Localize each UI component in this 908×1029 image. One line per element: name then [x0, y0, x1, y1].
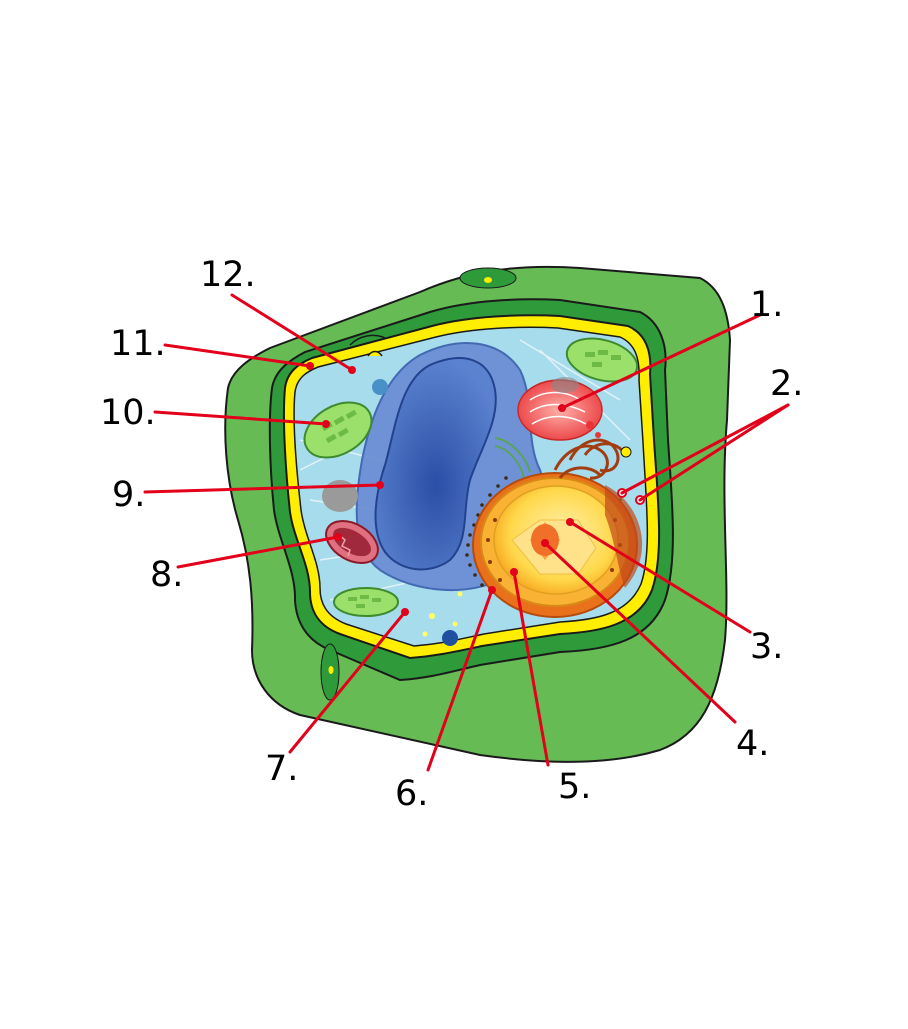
- label-11: 11.: [110, 324, 166, 364]
- chloroplast-left: [303, 401, 373, 459]
- leader-9: [143, 483, 382, 494]
- wall-notch: [349, 334, 386, 346]
- leader-1: [560, 313, 762, 410]
- label-2: 2.: [770, 364, 803, 404]
- chloroplast-top-right: [565, 337, 639, 383]
- label-7: 7.: [265, 749, 298, 789]
- label-9: 9.: [112, 475, 145, 515]
- leader-10: [153, 410, 328, 426]
- label-3: 3.: [750, 627, 783, 667]
- leader-4: [543, 541, 737, 724]
- vesicle-blue: [372, 379, 388, 395]
- labels: 1. 2. 3. 4. 5. 6. 7. 8. 9. 10. 11. 12.: [100, 255, 803, 814]
- leader-7: [288, 610, 407, 754]
- leader-11: [163, 343, 312, 368]
- membrane-notch: [367, 350, 383, 357]
- leader-12: [230, 293, 354, 372]
- peroxisome-gray: [322, 480, 358, 512]
- wall-pit-top-center: [484, 277, 492, 283]
- label-1: 1.: [750, 285, 783, 325]
- label-5: 5.: [558, 767, 591, 807]
- chloroplast-bottom: [333, 587, 399, 617]
- label-8: 8.: [150, 555, 183, 595]
- leader-2a: [620, 403, 790, 495]
- wall-pit-side-center: [328, 666, 334, 674]
- label-4: 4.: [736, 724, 769, 764]
- leader-3: [568, 520, 752, 634]
- smooth-er-lines: [494, 437, 531, 479]
- small-granules: [422, 591, 463, 637]
- vacuole: [374, 357, 497, 571]
- leader-8: [176, 535, 340, 569]
- ribosome-cluster: [551, 377, 579, 393]
- label-12: 12.: [200, 255, 256, 295]
- leader-6: [426, 588, 494, 772]
- leader-2b: [638, 403, 790, 502]
- rough-er-band: [605, 485, 643, 588]
- label-6: 6.: [395, 774, 428, 814]
- label-10: 10.: [100, 393, 156, 433]
- vesicle-yellow: [620, 446, 632, 458]
- vesicle-dark-blue: [442, 630, 458, 646]
- nucleus: [472, 472, 638, 618]
- leader-lines: [143, 293, 790, 772]
- mitochondrion: [325, 520, 379, 564]
- leader-5: [512, 570, 550, 767]
